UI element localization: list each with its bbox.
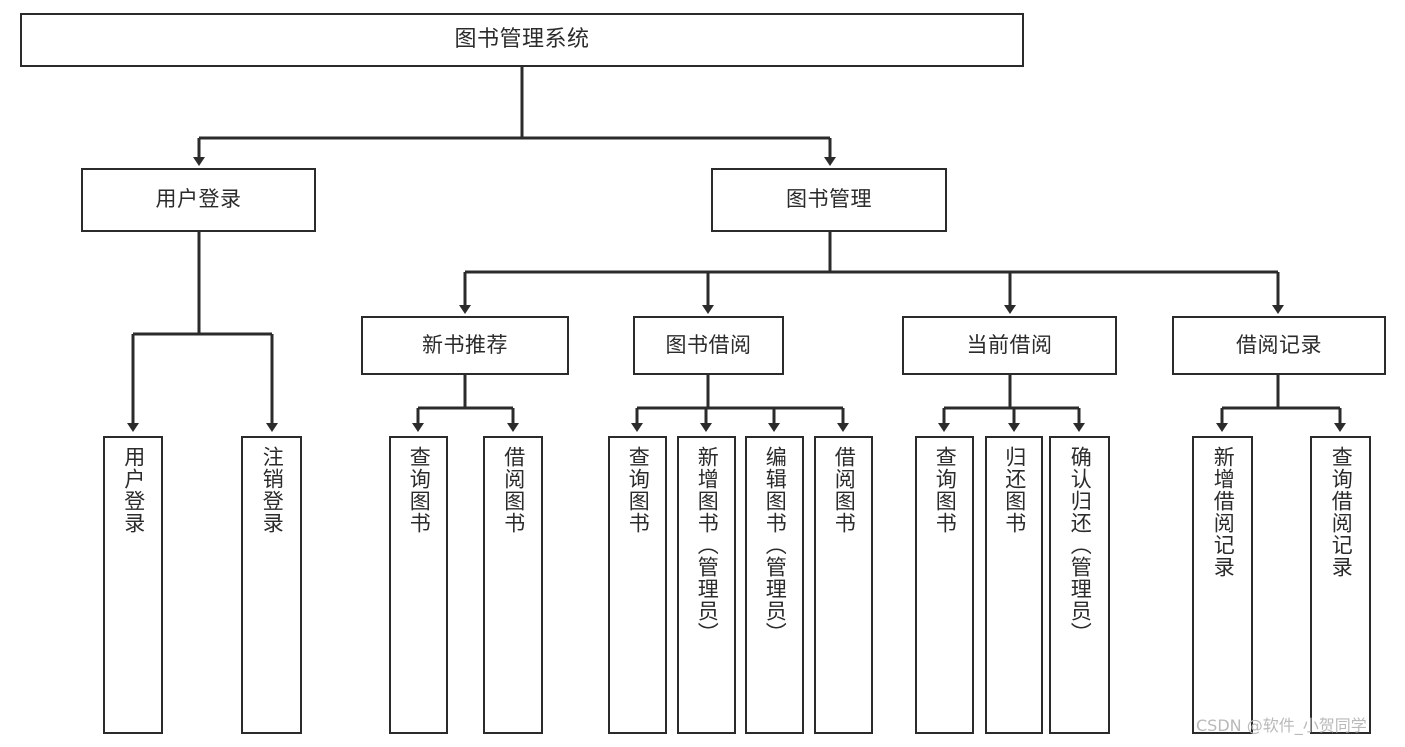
node-borrow-record[interactable]: 借阅记录 bbox=[1172, 316, 1386, 375]
node-label: 用户登录 bbox=[155, 187, 242, 212]
leaf-query-book-borrow[interactable]: 查询图书 bbox=[608, 436, 667, 734]
node-label: 新增图书（管理员） bbox=[695, 446, 720, 644]
node-label: 借阅图书 bbox=[501, 446, 526, 534]
node-label: 查询图书 bbox=[933, 446, 958, 534]
node-new-book-recommend[interactable]: 新书推荐 bbox=[361, 316, 569, 375]
watermark: CSDN @软件_小贺同学 bbox=[1196, 716, 1367, 735]
node-root-book-management-system[interactable]: 图书管理系统 bbox=[20, 13, 1024, 67]
node-label: 借阅图书 bbox=[832, 446, 857, 534]
leaf-add-borrow-record[interactable]: 新增借阅记录 bbox=[1192, 436, 1253, 734]
leaf-add-book-admin[interactable]: 新增图书（管理员） bbox=[677, 436, 736, 734]
node-label: 图书借阅 bbox=[665, 332, 752, 357]
leaf-logout[interactable]: 注销登录 bbox=[241, 436, 302, 734]
node-label: 编辑图书（管理员） bbox=[763, 446, 788, 644]
node-label: 注销登录 bbox=[260, 446, 285, 534]
node-label: 确认归还（管理员） bbox=[1068, 446, 1093, 644]
leaf-query-book-current[interactable]: 查询图书 bbox=[915, 436, 974, 734]
leaf-borrow-book[interactable]: 借阅图书 bbox=[814, 436, 873, 734]
node-user-login[interactable]: 用户登录 bbox=[81, 168, 316, 232]
node-label: 新书推荐 bbox=[422, 332, 508, 357]
leaf-query-borrow-record[interactable]: 查询借阅记录 bbox=[1310, 436, 1371, 734]
node-label: 当前借阅 bbox=[966, 332, 1053, 357]
leaf-confirm-return-admin[interactable]: 确认归还（管理员） bbox=[1049, 436, 1110, 734]
leaf-user-login[interactable]: 用户登录 bbox=[103, 436, 163, 734]
leaf-query-book-recommend[interactable]: 查询图书 bbox=[389, 436, 448, 734]
node-label: 图书管理 bbox=[786, 187, 872, 212]
leaf-borrow-book-recommend[interactable]: 借阅图书 bbox=[483, 436, 543, 734]
node-book-borrow[interactable]: 图书借阅 bbox=[633, 316, 784, 375]
node-label: 图书管理系统 bbox=[454, 26, 590, 52]
node-label: 用户登录 bbox=[121, 446, 146, 534]
leaf-return-book[interactable]: 归还图书 bbox=[985, 436, 1043, 734]
node-current-borrow[interactable]: 当前借阅 bbox=[902, 316, 1117, 375]
node-label: 归还图书 bbox=[1002, 446, 1027, 534]
node-book-management[interactable]: 图书管理 bbox=[711, 168, 947, 232]
node-label: 新增借阅记录 bbox=[1211, 446, 1236, 578]
node-label: 查询图书 bbox=[407, 446, 432, 534]
node-label: 借阅记录 bbox=[1236, 332, 1322, 357]
node-label: 查询图书 bbox=[626, 446, 651, 534]
node-label: 查询借阅记录 bbox=[1329, 446, 1354, 578]
leaf-edit-book-admin[interactable]: 编辑图书（管理员） bbox=[745, 436, 804, 734]
